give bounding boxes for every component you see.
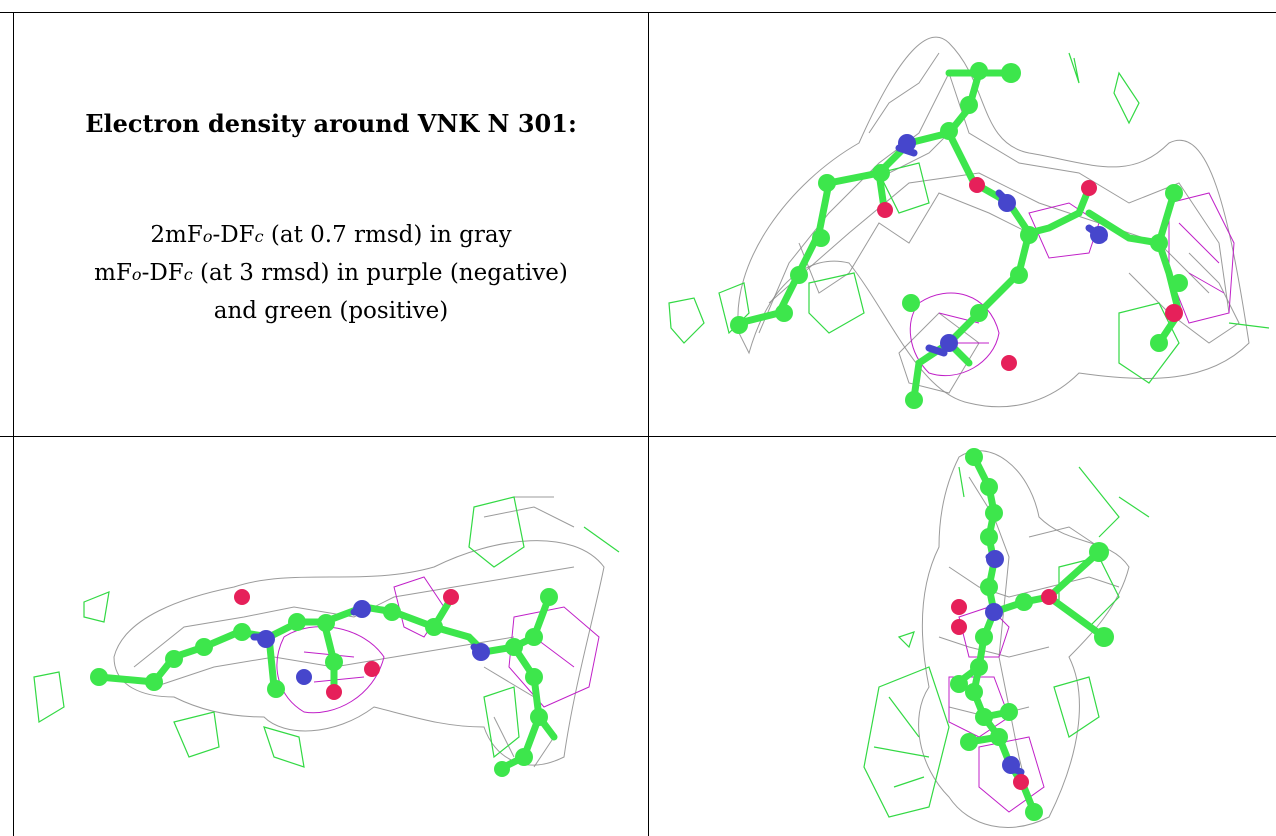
molecule-render-2	[33, 496, 620, 777]
description-cell: Electron density around VNK N 301: 2mFo-…	[14, 13, 648, 436]
ligand-atoms	[90, 588, 558, 777]
ligand-bonds	[735, 69, 1183, 402]
density-view-1	[649, 13, 1276, 436]
molecule-render-3	[863, 448, 1150, 828]
molecule-render-1	[668, 36, 1270, 409]
density-mesh-gray	[918, 450, 1130, 828]
density-mesh-gray	[113, 496, 605, 768]
figure-title: Electron density around VNK N 301:	[85, 109, 577, 138]
caption-line-1: 2mFo-DFc (at 0.7 rmsd) in gray	[150, 222, 512, 248]
table-border-middle	[0, 436, 1276, 437]
density-mesh-negative	[948, 606, 1045, 813]
density-mesh-positive	[668, 52, 1270, 384]
table-border-left	[13, 12, 14, 836]
density-view-2	[14, 437, 648, 836]
caption-line-3: and green (positive)	[213, 298, 449, 324]
ligand-atoms	[730, 62, 1188, 409]
density-view-3	[649, 437, 1276, 836]
density-mesh-positive	[33, 496, 620, 768]
caption-line-2: mFo-DFc (at 3 rmsd) in purple (negative)	[94, 260, 568, 286]
table-border-top	[0, 12, 1276, 13]
table-border-center	[648, 12, 649, 836]
ligand-atoms	[950, 448, 1114, 821]
figure-caption: 2mFo-DFc (at 0.7 rmsd) in gray mFo-DFc (…	[14, 217, 648, 329]
